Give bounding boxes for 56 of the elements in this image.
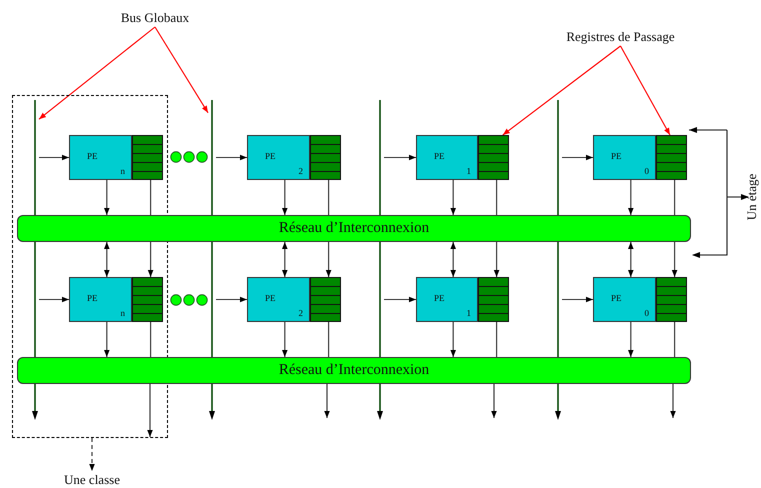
leader-line	[154, 26, 208, 114]
register-stack	[310, 135, 341, 180]
arrow	[450, 180, 456, 215]
arrow	[628, 242, 634, 277]
interconnect-network-bar: Réseau d’Interconnexion	[17, 357, 691, 384]
arrow	[148, 242, 154, 277]
register-stack	[132, 277, 163, 322]
register-stack	[310, 277, 341, 322]
dashed-group-box	[12, 95, 168, 438]
processing-element-box: PE 1	[416, 277, 478, 322]
arrow	[282, 180, 288, 215]
arrow	[326, 242, 332, 277]
leader-line	[502, 46, 621, 136]
processing-element-box: PE n	[69, 135, 132, 180]
register-stack	[478, 277, 509, 322]
processing-element-box: PE 0	[593, 135, 656, 180]
arrow	[670, 384, 676, 418]
arrow	[104, 322, 110, 357]
arrow	[491, 384, 497, 418]
arrow	[450, 242, 456, 277]
processing-element-box: PE 1	[416, 135, 478, 180]
register-stack	[656, 277, 687, 322]
leader-line	[38, 26, 156, 120]
interconnect-network-bar: Réseau d’Interconnexion	[17, 215, 691, 242]
arrow	[450, 322, 456, 357]
arrow	[384, 296, 416, 302]
label-text: Bus Globaux	[113, 9, 197, 27]
processing-element-box: PE 0	[593, 277, 656, 322]
register-stack	[478, 135, 509, 180]
arrow	[147, 384, 153, 437]
arrow	[104, 242, 110, 277]
label-text: Un étage	[743, 172, 760, 222]
arrow	[628, 180, 634, 215]
arrow	[39, 296, 69, 302]
arrow	[324, 384, 330, 418]
arrow	[282, 322, 288, 357]
arrow	[89, 438, 95, 471]
arrow	[104, 180, 110, 215]
arrow	[384, 154, 416, 160]
arrow	[39, 154, 69, 160]
arrow	[494, 242, 500, 277]
processing-element-box: PE 2	[247, 135, 310, 180]
arrow	[216, 296, 247, 302]
label-text: Une classe	[57, 471, 127, 488]
processing-element-box: PE 2	[247, 277, 310, 322]
label-text: Registres de Passage	[553, 28, 688, 46]
arrow	[282, 242, 288, 277]
arrow	[562, 154, 593, 160]
register-stack	[132, 135, 163, 180]
register-stack	[656, 135, 687, 180]
arrow	[672, 242, 678, 277]
leader-line	[620, 46, 670, 136]
arrow	[216, 154, 247, 160]
arrow	[562, 296, 593, 302]
processing-element-box: PE n	[69, 277, 132, 322]
arrow	[628, 322, 634, 357]
